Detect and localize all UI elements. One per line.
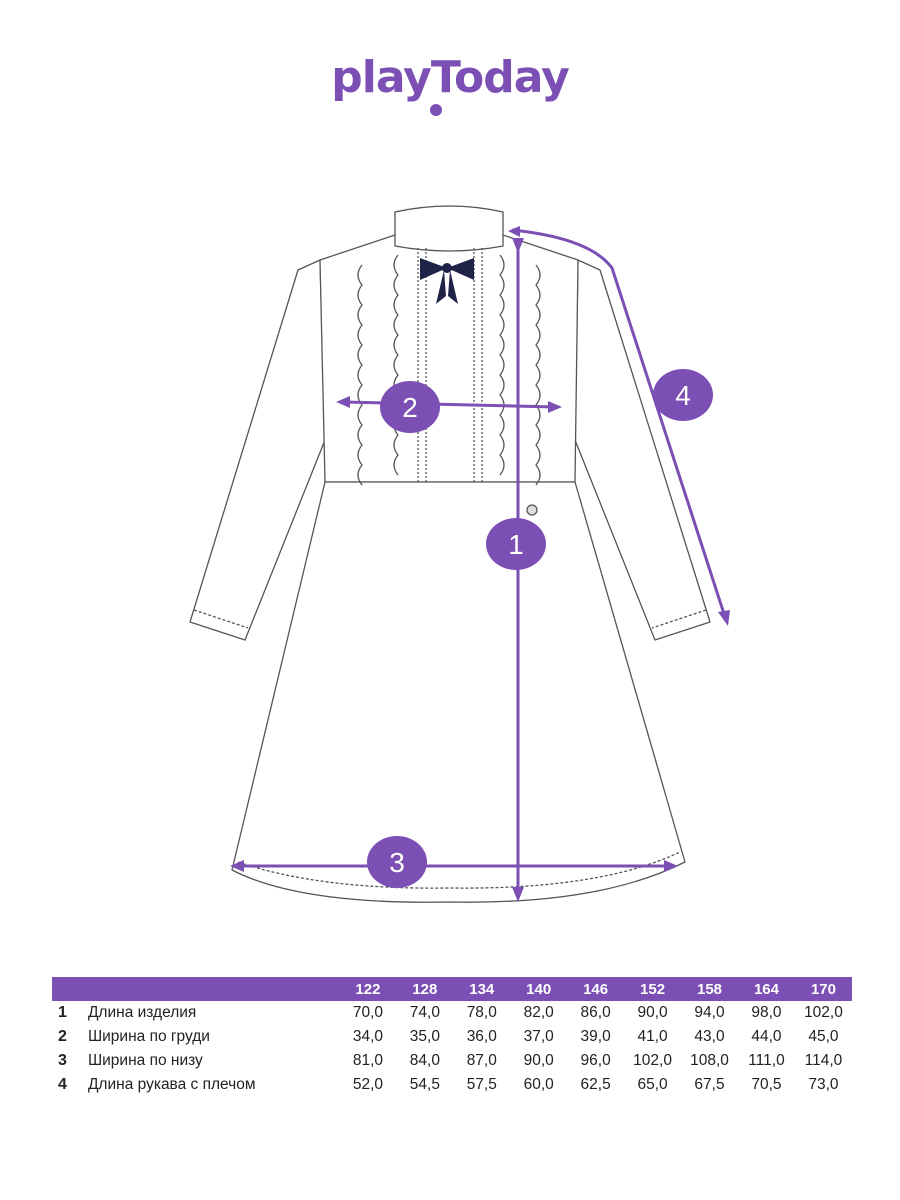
cell-value: 44,0 — [751, 1028, 782, 1045]
measure-line-2 — [341, 400, 557, 409]
cell-value: 108,0 — [690, 1052, 729, 1069]
table-row: 2 Ширина по груди 34,0 35,0 36,0 37,0 39… — [52, 1025, 852, 1049]
cell-value: 82,0 — [523, 1004, 554, 1021]
row-label: Длина рукава с плечом — [87, 1076, 256, 1093]
cell-value: 45,0 — [808, 1028, 839, 1045]
cell-value: 86,0 — [580, 1004, 611, 1021]
size-header: 146 — [567, 977, 625, 1001]
brand-logo: playToday — [0, 52, 900, 103]
left-cuff-stitch — [193, 609, 249, 629]
row-number: 2 — [58, 1028, 67, 1045]
brand-name: playToday — [331, 52, 570, 103]
cell-value: 70,5 — [751, 1076, 782, 1093]
table-row: 1 Длина изделия 70,0 74,0 78,0 82,0 86,0… — [52, 1001, 852, 1025]
cell-value: 114,0 — [804, 1052, 843, 1069]
cell-value: 78,0 — [466, 1004, 497, 1021]
cell-value: 73,0 — [808, 1076, 839, 1093]
marker-2: 2 — [380, 381, 440, 433]
size-header: 152 — [624, 977, 682, 1001]
size-header: 158 — [681, 977, 738, 1001]
table-row: 3 Ширина по низу 81,0 84,0 87,0 90,0 96,… — [52, 1049, 852, 1073]
row-number: 1 — [58, 1004, 67, 1021]
size-header-row: 122 128 134 140 146 152 158 164 170 — [52, 977, 852, 1001]
cell-value: 41,0 — [637, 1028, 668, 1045]
marker-3: 3 — [367, 836, 427, 888]
hem-stitch — [237, 851, 681, 889]
cell-value: 90,0 — [637, 1004, 668, 1021]
measure-line-4 — [511, 228, 728, 621]
cell-value: 111,0 — [748, 1052, 785, 1069]
marker-3-label: 3 — [389, 847, 405, 878]
waist-button — [526, 504, 538, 516]
cell-value: 96,0 — [580, 1052, 611, 1069]
cell-value: 43,0 — [694, 1028, 725, 1045]
ruffle-left-inner — [393, 254, 399, 476]
cell-value: 36,0 — [466, 1028, 497, 1045]
cell-value: 67,5 — [694, 1076, 725, 1093]
marker-4: 4 — [653, 369, 713, 421]
cell-value: 94,0 — [694, 1004, 725, 1021]
cell-value: 34,0 — [352, 1028, 384, 1045]
ruffle-right-outer — [535, 264, 541, 486]
right-cuff-stitch — [651, 609, 707, 629]
cell-value: 37,0 — [523, 1028, 554, 1045]
cell-value: 98,0 — [751, 1004, 782, 1021]
measurement-arrowheads — [230, 226, 730, 902]
cell-value: 90,0 — [523, 1052, 554, 1069]
measurement-lines — [236, 228, 728, 895]
cell-value: 62,5 — [580, 1076, 611, 1093]
row-number: 3 — [58, 1052, 67, 1069]
marker-1: 1 — [486, 518, 546, 570]
dress-technical-drawing: 1 2 3 4 — [189, 205, 730, 903]
size-header: 134 — [453, 977, 511, 1001]
size-chart-table: 122 128 134 140 146 152 158 164 170 1 Дл… — [52, 977, 852, 1097]
size-header-spacer — [52, 977, 340, 1001]
cell-value: 81,0 — [352, 1052, 384, 1069]
ruffle-right-inner — [499, 254, 505, 476]
cell-value: 60,0 — [523, 1076, 554, 1093]
skirt — [231, 481, 686, 903]
bow-icon — [420, 258, 474, 304]
marker-4-label: 4 — [675, 380, 691, 411]
cell-value: 39,0 — [580, 1028, 611, 1045]
size-header: 164 — [737, 977, 795, 1001]
marker-1-label: 1 — [508, 529, 524, 560]
row-number: 4 — [58, 1076, 67, 1093]
table-row: 4 Длина рукава с плечом 52,0 54,5 57,5 6… — [52, 1073, 852, 1097]
cell-value: 102,0 — [633, 1052, 672, 1069]
cell-value: 70,0 — [352, 1004, 384, 1021]
size-header: 140 — [510, 977, 568, 1001]
size-header: 128 — [396, 977, 454, 1001]
cell-value: 54,5 — [409, 1076, 440, 1093]
ruffle-left-outer — [357, 264, 363, 486]
brand-logo-dot — [430, 104, 442, 116]
cell-value: 35,0 — [409, 1028, 440, 1045]
marker-2-label: 2 — [402, 392, 418, 423]
cell-value: 87,0 — [466, 1052, 497, 1069]
size-header: 122 — [339, 977, 397, 1001]
cell-value: 52,0 — [352, 1076, 384, 1093]
cell-value: 65,0 — [637, 1076, 668, 1093]
dress-outline — [189, 205, 711, 903]
cell-value: 102,0 — [804, 1004, 843, 1021]
row-label: Длина изделия — [87, 1004, 197, 1021]
cell-value: 74,0 — [409, 1004, 440, 1021]
cell-value: 84,0 — [409, 1052, 440, 1069]
size-header: 170 — [794, 977, 852, 1001]
cell-value: 57,5 — [466, 1076, 497, 1093]
row-label: Ширина по низу — [87, 1052, 203, 1069]
collar — [394, 205, 504, 252]
row-label: Ширина по груди — [87, 1028, 210, 1045]
